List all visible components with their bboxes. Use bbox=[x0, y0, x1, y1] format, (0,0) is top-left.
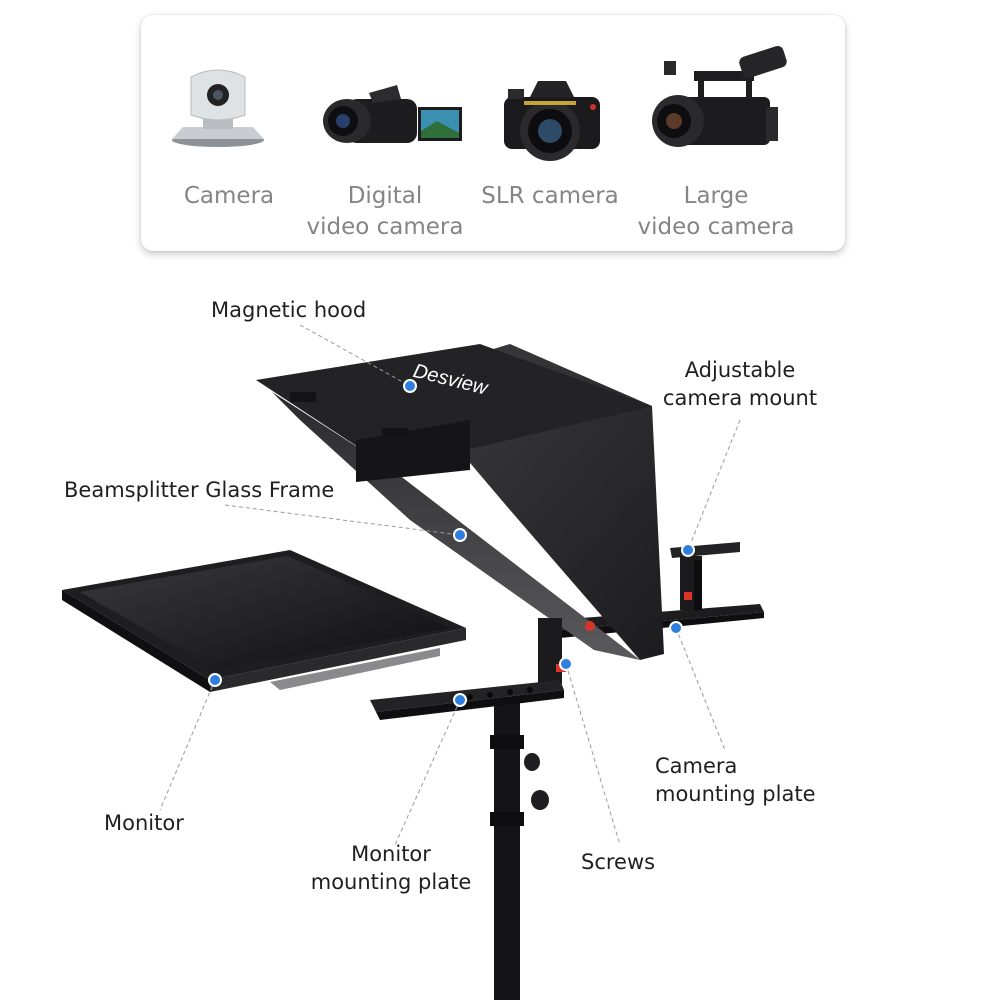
bracket-screws bbox=[538, 618, 595, 684]
callout-camera-mount: Adjustable camera mount bbox=[662, 358, 818, 410]
marker-monitor-plate bbox=[453, 693, 467, 707]
magnetic-hood bbox=[256, 344, 652, 468]
marker-screws bbox=[559, 657, 573, 671]
marker-camera-mount bbox=[681, 543, 695, 557]
pro-video-camera-icon bbox=[652, 45, 787, 147]
compatible-devices-card: Camera Digital video camera SLR camera bbox=[141, 15, 845, 251]
marker-magnetic-hood bbox=[403, 379, 417, 393]
hood-clip-right bbox=[382, 428, 408, 438]
marker-beamsplitter bbox=[453, 528, 467, 542]
device-label-digital-video-camera: Digital video camera bbox=[306, 183, 464, 240]
adjustable-camera-mount bbox=[670, 542, 740, 610]
slr-camera-icon bbox=[504, 81, 600, 161]
callout-beamsplitter: Beamsplitter Glass Frame bbox=[64, 478, 335, 502]
monitor bbox=[62, 550, 466, 692]
device-large-video-camera: Large video camera bbox=[628, 15, 804, 251]
leader-lines bbox=[159, 324, 741, 846]
camcorder-icon bbox=[323, 85, 462, 143]
device-digital-video-camera: Digital video camera bbox=[297, 15, 473, 251]
device-slr-camera: SLR camera bbox=[462, 15, 638, 251]
device-camera: Camera bbox=[141, 15, 317, 251]
device-label-camera: Camera bbox=[183, 183, 275, 209]
device-label-slr-camera: SLR camera bbox=[481, 183, 619, 209]
monitor-mounting-plate bbox=[370, 680, 564, 720]
callout-monitor: Monitor bbox=[104, 811, 184, 835]
ptz-camera-icon bbox=[172, 69, 264, 147]
stand-pole bbox=[490, 700, 549, 1000]
callout-camera-plate: Camera mounting plate bbox=[655, 754, 816, 806]
marker-camera-plate bbox=[669, 621, 683, 635]
device-label-large-video-camera: Large video camera bbox=[637, 183, 795, 240]
callout-magnetic-hood: Magnetic hood bbox=[211, 298, 367, 322]
callout-markers bbox=[208, 379, 695, 707]
marker-monitor bbox=[208, 673, 222, 687]
callout-monitor-plate: Monitor mounting plate bbox=[310, 842, 472, 894]
hood-clip-left bbox=[290, 392, 316, 402]
callout-screws: Screws bbox=[581, 850, 656, 874]
